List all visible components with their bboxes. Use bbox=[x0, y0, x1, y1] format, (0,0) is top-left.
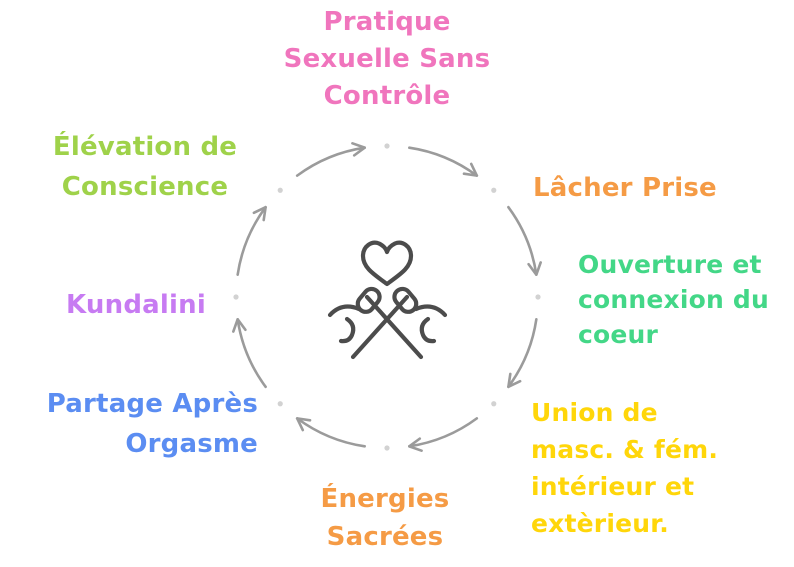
cycle-arrow-arc bbox=[295, 146, 366, 177]
node-kundalini: Kundalini bbox=[56, 288, 216, 322]
cycle-arrow-arc bbox=[507, 205, 538, 276]
cycle-junction-dot bbox=[535, 294, 541, 300]
node-ouverture-connexion-coeur: Ouverture et connexion du coeur bbox=[578, 247, 769, 352]
cycle-arrowhead bbox=[408, 437, 423, 452]
node-label-line: coeur bbox=[578, 320, 659, 349]
cycle-arrowhead bbox=[351, 142, 366, 157]
cycle-junction-dot bbox=[491, 401, 497, 407]
cycle-junction-dot bbox=[384, 445, 390, 451]
right-fist bbox=[392, 286, 419, 314]
node-label-line: Énergies bbox=[320, 484, 450, 514]
node-label-line: Sacrées bbox=[326, 522, 444, 552]
node-label-line: extèrieur. bbox=[531, 509, 669, 538]
heart-hands-icon bbox=[327, 240, 448, 360]
right-thumb-curl bbox=[419, 316, 437, 344]
cycle-junction-dot bbox=[384, 143, 390, 149]
cycle-arrowhead bbox=[507, 372, 522, 389]
node-label-line: masc. & fém. bbox=[531, 435, 719, 464]
cycle-arrow-arc bbox=[295, 417, 366, 448]
cycle-arrow-arc bbox=[408, 417, 479, 448]
node-label-line: Conscience bbox=[61, 172, 229, 202]
cycle-arrowhead bbox=[527, 261, 542, 276]
cycle-junction-dot bbox=[491, 187, 497, 193]
node-label-line: Pratique bbox=[323, 7, 451, 37]
node-label-line: Contrôle bbox=[323, 81, 451, 111]
node-pratique-sexuelle-sans-controle: Pratique Sexuelle Sans Contrôle bbox=[227, 4, 547, 115]
node-label-line: connexion du bbox=[578, 285, 770, 314]
cycle-junction-dot bbox=[277, 401, 283, 407]
node-union-masc-fem: Union de masc. & fém. intérieur et extèr… bbox=[531, 394, 718, 542]
left-thumb-curl bbox=[338, 316, 356, 344]
node-label-line: Union de bbox=[531, 398, 658, 427]
node-label-line: Orgasme bbox=[125, 429, 258, 459]
node-label-line: Partage Après bbox=[46, 389, 258, 419]
node-partage-apres-orgasme: Partage Après Orgasme bbox=[12, 384, 258, 464]
cycle-arrow-arc bbox=[408, 146, 479, 177]
cycle-arrowhead bbox=[252, 205, 267, 222]
right-shoulder bbox=[413, 304, 448, 318]
node-label-line: intérieur et bbox=[531, 472, 695, 501]
node-label-line: Lâcher Prise bbox=[533, 173, 717, 203]
node-label-line: Ouverture et bbox=[578, 250, 762, 279]
cycle-arrow-arc bbox=[236, 205, 267, 276]
cycle-arrow-arc bbox=[507, 318, 538, 389]
node-label-line: Kundalini bbox=[66, 290, 206, 320]
cycle-junction-dot bbox=[233, 294, 239, 300]
heart-outline bbox=[360, 240, 414, 287]
cycle-arrowhead bbox=[462, 162, 479, 177]
cycle-arrowhead bbox=[295, 417, 312, 432]
left-shoulder bbox=[327, 304, 362, 318]
node-energies-sacrees: Énergies Sacrées bbox=[296, 480, 474, 556]
node-lacher-prise: Lâcher Prise bbox=[533, 170, 717, 206]
cycle-arrow-arc bbox=[236, 318, 267, 389]
cycle-junction-dot bbox=[277, 187, 283, 193]
node-elevation-conscience: Élévation de Conscience bbox=[30, 127, 260, 207]
cycle-arrowhead bbox=[232, 318, 247, 333]
node-label-line: Sexuelle Sans bbox=[283, 44, 491, 74]
node-label-line: Élévation de bbox=[52, 132, 238, 162]
